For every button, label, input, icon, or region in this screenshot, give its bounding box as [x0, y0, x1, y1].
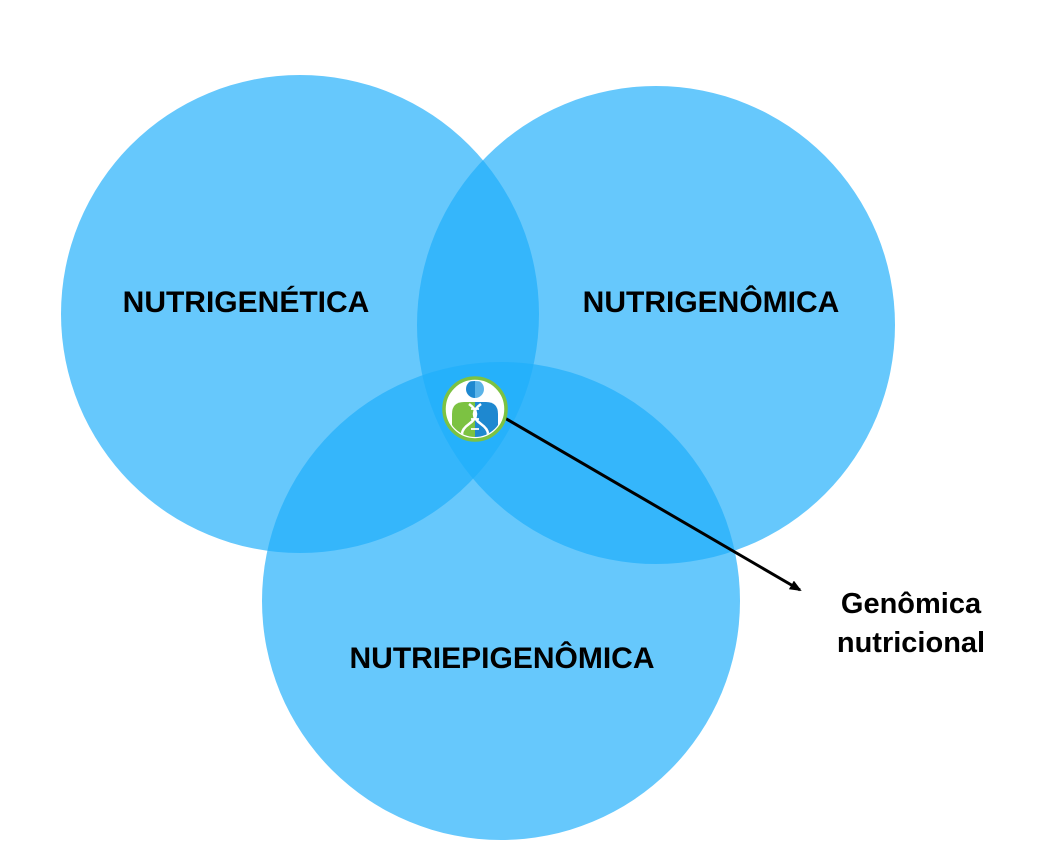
label-nutrigenomica: NUTRIGENÔMICA [583, 285, 840, 319]
circle-nutriepigenomica [262, 362, 740, 840]
label-nutriepigenomica: NUTRIEPIGENÔMICA [349, 641, 654, 675]
callout-line-2: nutricional [837, 627, 985, 659]
human-dna-icon [442, 376, 508, 442]
callout-line-1: Genômica [841, 588, 982, 620]
callout-arrow [502, 415, 802, 592]
label-nutrigenetica: NUTRIGENÉTICA [123, 285, 370, 319]
